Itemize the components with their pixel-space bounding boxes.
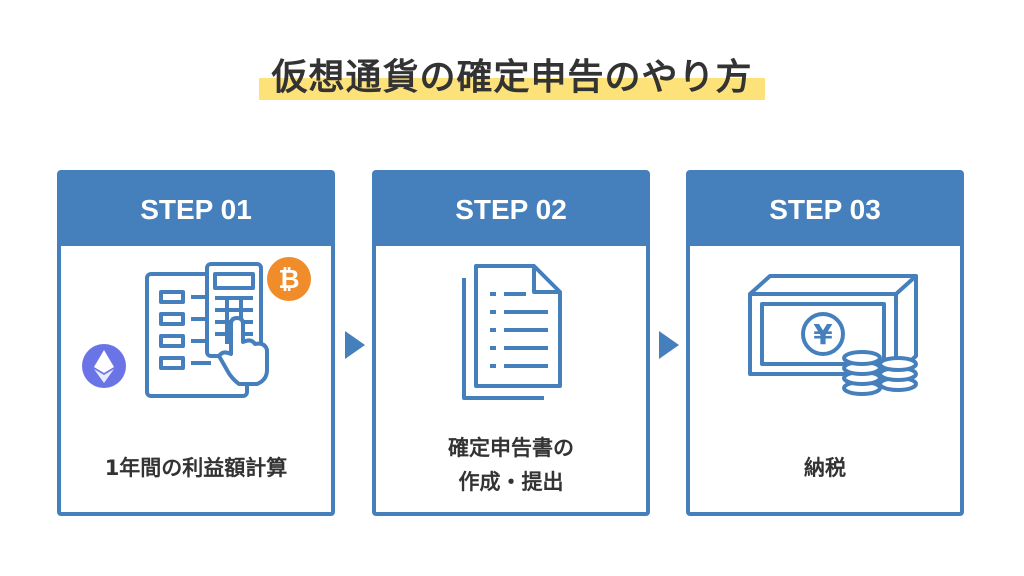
step-header-2: STEP 02 (376, 174, 646, 246)
step-header-1: STEP 01 (61, 174, 331, 246)
title-area: 仮想通貨の確定申告のやり方 (0, 50, 1024, 106)
step-card-3: STEP 03 ¥ 納税 (686, 170, 964, 516)
step-card-2: STEP 02 確定申告書の 作成・提出 (372, 170, 650, 516)
bitcoin-icon: ₿ (267, 257, 311, 301)
step-label-3: 納税 (804, 456, 846, 480)
title-highlight (259, 78, 765, 100)
step-label-2a: 確定申告書の (448, 436, 574, 460)
svg-text:₿: ₿ (278, 265, 299, 295)
arrow-right-icon (345, 331, 365, 359)
step-label-2b: 作成・提出 (458, 470, 564, 494)
ethereum-icon (82, 344, 126, 388)
page-title-text: 仮想通貨の確定申告のやり方 (271, 57, 753, 98)
svg-text:¥: ¥ (813, 318, 833, 351)
calculator-crypto-icon: ₿ (82, 257, 311, 398)
documents-icon (462, 264, 562, 400)
step-header-3: STEP 03 (690, 174, 960, 246)
page-title: 仮想通貨の確定申告のやり方 (259, 50, 765, 106)
step-label-1: 1年間の利益額計算 (104, 456, 288, 480)
step-card-1: STEP 01 ₿ 1年間の利益額計算 (57, 170, 335, 516)
arrow-right-icon (659, 331, 679, 359)
yen-money-icon: ¥ (748, 274, 918, 396)
